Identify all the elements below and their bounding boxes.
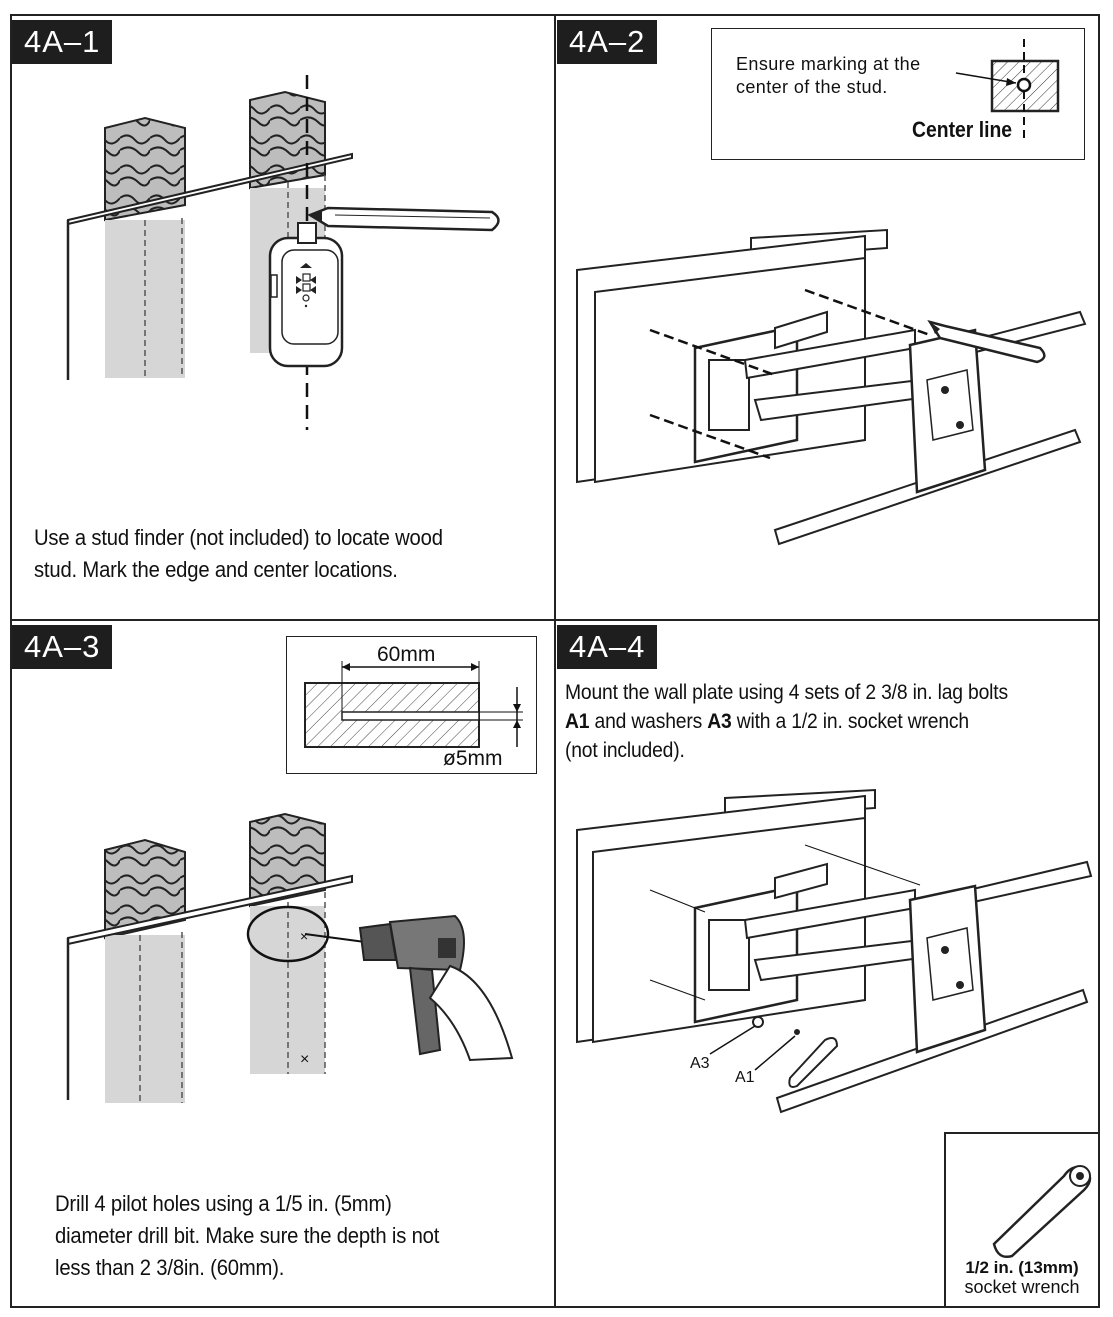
drill-depth-callout: 60mm ø5mm bbox=[286, 636, 537, 774]
caption-line: stud. Mark the edge and center locations… bbox=[34, 557, 398, 582]
center-line-label: Center line bbox=[912, 117, 1013, 142]
caption-line: Drill 4 pilot holes using a 1/5 in. (5mm… bbox=[55, 1191, 392, 1216]
wrench-size-label: 1/2 in. (13mm) bbox=[965, 1258, 1079, 1277]
caption-line: Use a stud finder (not included) to loca… bbox=[34, 525, 443, 550]
callout-text: center of the stud. bbox=[736, 77, 888, 97]
depth-diagram bbox=[304, 661, 523, 748]
caption-fragment: and washers bbox=[589, 710, 708, 733]
step-tag-4a4: 4A–4 bbox=[557, 625, 658, 669]
step-caption-4a4: Mount the wall plate using 4 sets of 2 3… bbox=[565, 678, 1008, 765]
pencil-icon bbox=[307, 206, 500, 232]
svg-text:×: × bbox=[300, 1051, 309, 1068]
drill-illustration: × × bbox=[66, 812, 514, 1103]
step-tag-4a2: 4A–2 bbox=[557, 20, 658, 64]
vertical-divider bbox=[554, 14, 556, 1308]
step-caption-4a3: Drill 4 pilot holes using a 1/5 in. (5mm… bbox=[55, 1188, 439, 1284]
step-caption-4a1: Use a stud finder (not included) to loca… bbox=[34, 522, 443, 586]
step-tag-4a3: 4A–3 bbox=[12, 625, 113, 669]
caption-line: A1 and washers A3 with a 1/2 in. socket … bbox=[565, 707, 1008, 736]
center-line-callout: Ensure marking at the center of the stud… bbox=[711, 28, 1085, 160]
label-a3: A3 bbox=[690, 1055, 710, 1072]
pencil-icon bbox=[927, 319, 1046, 364]
horizontal-divider bbox=[10, 619, 1100, 621]
drill-icon bbox=[304, 914, 514, 1062]
caption-line: diameter drill bit. Make sure the depth … bbox=[55, 1223, 440, 1248]
wall-mount-bracket-icon bbox=[576, 228, 1087, 546]
caption-line: less than 2 3/8in. (60mm). bbox=[55, 1255, 285, 1280]
svg-text:×: × bbox=[300, 928, 308, 944]
caption-line: (not included). bbox=[565, 739, 685, 762]
socket-wrench-icon bbox=[992, 1165, 1092, 1258]
part-label-a3: A3 bbox=[707, 710, 732, 733]
stud-finder-icon bbox=[268, 222, 344, 368]
label-a1: A1 bbox=[735, 1069, 755, 1086]
diameter-label: ø5mm bbox=[443, 747, 503, 770]
callout-text: Ensure marking at the bbox=[736, 54, 921, 74]
step-tag-4a1: 4A–1 bbox=[12, 20, 113, 64]
stud-finder-illustration bbox=[66, 75, 500, 430]
part-label-a1: A1 bbox=[565, 710, 590, 733]
center-mark-diagram bbox=[955, 39, 1060, 141]
caption-line: Mount the wall plate using 4 sets of 2 3… bbox=[565, 681, 1008, 704]
caption-fragment: with a 1/2 in. socket wrench bbox=[731, 710, 969, 733]
wrench-name-label: socket wrench bbox=[964, 1277, 1080, 1297]
socket-wrench-callout: 1/2 in. (13mm) socket wrench bbox=[944, 1132, 1100, 1308]
wall-mount-bracket-icon: A3 A1 bbox=[576, 788, 1093, 1114]
depth-label: 60mm bbox=[377, 643, 436, 666]
